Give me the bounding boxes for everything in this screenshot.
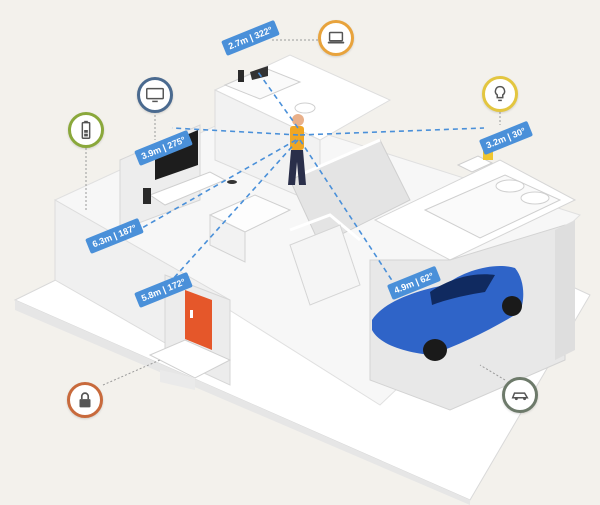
entry-steps [148,339,232,379]
line-to-bulb [299,127,485,136]
line-to-tv [171,127,299,136]
ground-slab-side [15,300,470,505]
tv-badge[interactable] [137,77,173,113]
connector-lock [102,359,161,386]
laptop-badge[interactable] [318,20,354,56]
garage-wall [555,220,575,360]
desk-chair [294,102,316,114]
badge-connectors [85,39,506,386]
lightbulb-icon [494,85,506,102]
connector-car [479,364,506,381]
speaker-left [143,188,151,204]
bed-pillow-2 [520,191,550,205]
door-handle [190,310,193,318]
car-icon [511,392,529,401]
car-wheel-front [423,339,447,361]
stair-railing [299,138,381,177]
stair-railing-lower [289,213,361,242]
staircase [289,224,361,306]
entry-steps-lower [160,370,195,390]
car-badge[interactable] [502,377,538,413]
desk-speaker [238,70,244,82]
person-legs [288,150,306,185]
nightstand-lamp [483,148,493,160]
line-to-battery [134,139,297,233]
laptop-icon [327,31,345,44]
battery-badge[interactable] [68,112,104,148]
car-window [430,274,495,305]
tv-icon [146,87,164,103]
line-to-laptop [257,71,299,129]
person-head [292,114,304,126]
floor-lamp [227,180,237,184]
car-wheel-rear [502,296,522,316]
sofa-base [209,214,246,263]
bulb-badge[interactable] [482,76,518,112]
measurement-lines [134,71,485,286]
lock-icon [79,392,91,408]
lock-badge[interactable] [67,382,103,418]
bed [423,174,562,239]
line-to-car [299,139,396,286]
battery-icon [81,120,91,139]
person-body [290,126,304,150]
line-to-lock [171,139,299,281]
bed-pillow-1 [495,179,525,193]
front-door [185,290,212,350]
